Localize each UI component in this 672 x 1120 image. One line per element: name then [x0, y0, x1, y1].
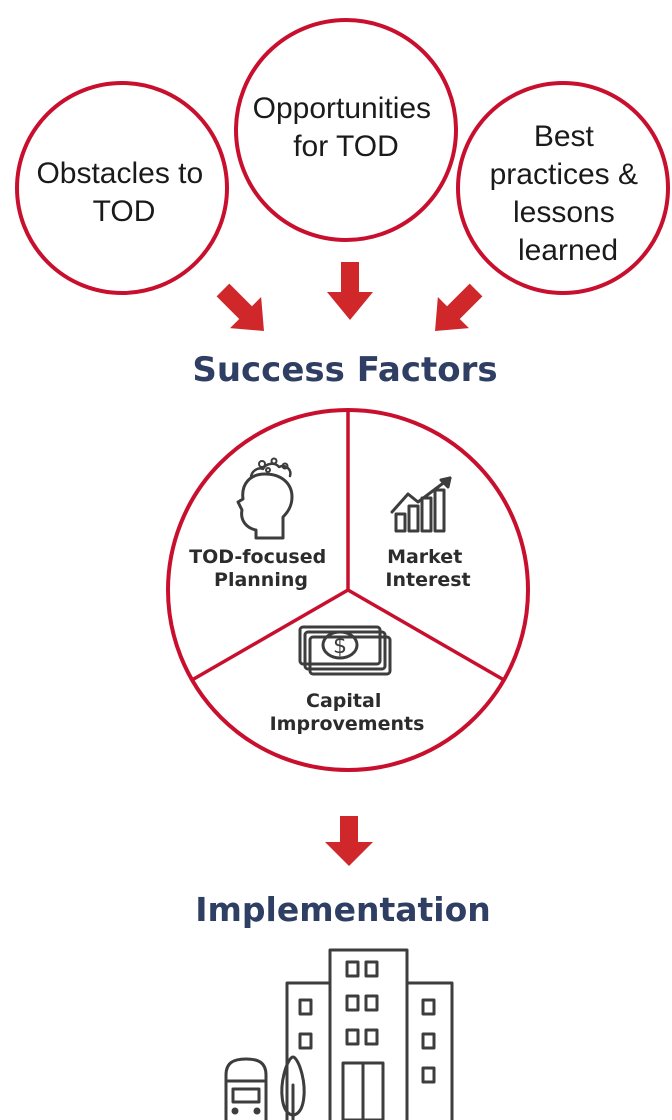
- obstacles-line-1: Obstacles to: [36, 157, 203, 190]
- rising-chart-icon: [390, 476, 452, 533]
- success-factors-wheel: TOD-focused Planning Market Interest $ C…: [166, 408, 530, 772]
- capital-line-1: Capital: [306, 690, 381, 712]
- wheel-divider-right: [347, 588, 505, 682]
- wheel-divider-left: [191, 588, 349, 682]
- best-practices-line-2: practices &: [490, 158, 638, 191]
- best-practices-label: Best practices & lessons learned: [490, 120, 647, 267]
- market-line-2: Interest: [385, 569, 470, 591]
- opportunities-circle: Opportunities for TOD: [234, 18, 458, 242]
- opportunities-ring: [234, 18, 458, 242]
- success-factors-title: Success Factors: [192, 350, 497, 390]
- planning-label: TOD-focused Planning: [189, 546, 333, 591]
- opportunities-line-1: Opportunities: [253, 92, 431, 125]
- best-practices-ring: [456, 81, 670, 295]
- obstacles-label: Obstacles to TOD: [36, 157, 211, 228]
- arrow-down-left-icon: [216, 283, 264, 331]
- best-practices-line-4: learned: [518, 234, 618, 267]
- best-practices-line-3: lessons: [513, 196, 615, 229]
- train-icon: [224, 1057, 268, 1120]
- head-ideas-icon: [236, 457, 294, 540]
- opportunities-line-2: for TOD: [293, 130, 399, 163]
- planning-line-1: TOD-focused: [189, 546, 326, 568]
- arrow-down-right-icon: [435, 283, 483, 331]
- tree-icon: [280, 1055, 306, 1120]
- planning-line-2: Planning: [214, 569, 308, 591]
- money-stack-icon: $: [298, 625, 392, 676]
- opportunities-label: Opportunities for TOD: [253, 92, 440, 163]
- obstacles-line-2: TOD: [93, 195, 156, 228]
- obstacles-circle: Obstacles to TOD: [15, 81, 229, 295]
- capital-line-2: Improvements: [270, 713, 425, 735]
- currency-symbol: $: [333, 634, 347, 659]
- arrow-down-center-icon: [327, 262, 373, 320]
- implementation-title: Implementation: [195, 890, 491, 929]
- market-label: Market Interest: [385, 546, 470, 591]
- obstacles-ring: [15, 81, 229, 295]
- market-line-1: Market: [387, 546, 462, 568]
- best-practices-circle: Best practices & lessons learned: [456, 81, 670, 295]
- capital-label: Capital Improvements: [270, 690, 425, 735]
- building-icon: [285, 948, 454, 1120]
- best-practices-line-1: Best: [534, 120, 595, 153]
- arrow-down-implementation-icon: [325, 816, 373, 866]
